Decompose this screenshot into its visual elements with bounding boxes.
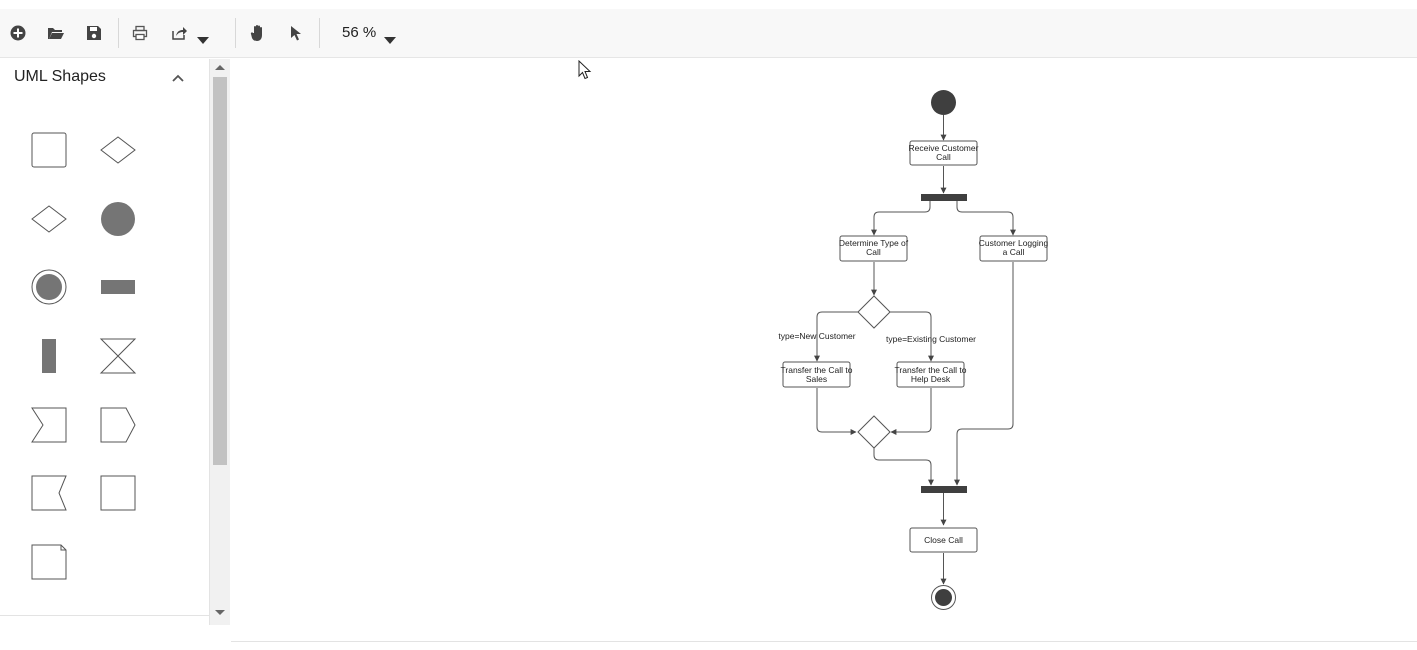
node-label: Call [866,247,881,257]
decision-node[interactable] [857,295,891,329]
pointer-icon[interactable] [282,19,310,47]
chevron-up-icon[interactable] [170,70,186,86]
time-event-shape[interactable] [98,336,138,376]
scroll-up-icon[interactable] [215,65,225,70]
final-node[interactable] [931,585,956,610]
toolbar-separator [235,18,236,48]
zoom-level[interactable]: 56 % [342,24,377,41]
fork-vertical-shape[interactable] [29,336,69,376]
node-label: Customer Logging [979,238,1049,248]
zoom-dropdown-icon[interactable] [384,37,396,44]
node-label: a Call [1003,247,1025,257]
export-dropdown-icon[interactable] [197,37,209,44]
edge-label-existing-customer: type=Existing Customer [886,334,976,344]
toolbar: 56 % [0,9,1417,58]
palette-title[interactable]: UML Shapes [14,68,106,85]
node-label: Receive Customer [909,143,979,153]
node-label: Transfer the Call to [895,365,967,375]
activity-diagram: Receive Customer Call Determine Type of … [778,90,1049,610]
scroll-down-icon[interactable] [215,610,225,615]
node-transfer-sales[interactable]: Transfer the Call to Sales [781,361,853,388]
pan-icon[interactable] [244,19,272,47]
accept-event-shape[interactable] [29,405,69,445]
symbol-palette: UML Shapes [0,59,210,625]
node-box[interactable] [909,140,978,166]
receive-signal-shape[interactable] [29,473,69,513]
connector[interactable] [816,388,857,435]
decision-shape[interactable] [98,130,138,170]
node-determine-type[interactable]: Determine Type of Call [839,235,909,262]
mouse-cursor-icon [578,60,592,80]
edge-label-new-customer: type=New Customer [778,331,855,341]
node-box[interactable] [979,235,1048,262]
initial-node[interactable] [931,90,956,115]
connector[interactable] [954,262,1014,486]
join-bar[interactable] [921,486,967,493]
comment-shape[interactable] [29,542,69,582]
node-customer-logging[interactable]: Customer Logging a Call [979,235,1049,262]
export-icon[interactable] [165,19,193,47]
connector[interactable] [814,311,858,362]
node-transfer-helpdesk[interactable]: Transfer the Call to Help Desk [895,361,967,388]
node-box[interactable] [782,361,851,388]
final-node-shape[interactable] [29,267,69,307]
palette-scrollbar[interactable] [210,59,230,625]
diagram-canvas[interactable]: Receive Customer Call Determine Type of … [231,59,1417,642]
fork-horizontal-shape[interactable] [98,267,138,307]
merge-shape[interactable] [29,199,69,239]
save-icon[interactable] [80,19,108,47]
object-node-shape[interactable] [98,473,138,513]
palette-divider [0,615,210,616]
node-receive-call[interactable]: Receive Customer Call [909,140,979,166]
node-box[interactable] [896,361,965,388]
node-label: Close Call [924,535,963,545]
node-label: Determine Type of [839,238,909,248]
node-label: Call [936,152,951,162]
connector[interactable] [956,201,1016,236]
node-label: Help Desk [911,374,951,384]
open-icon[interactable] [42,19,70,47]
fork-bar[interactable] [921,194,967,201]
node-box[interactable] [839,235,908,262]
print-icon[interactable] [126,19,154,47]
scrollbar-thumb[interactable] [213,77,227,465]
node-box[interactable] [909,527,978,553]
initial-node-shape[interactable] [98,199,138,239]
toolbar-separator [118,18,119,48]
connector[interactable] [890,388,932,435]
node-label: Sales [806,374,827,384]
toolbar-separator [319,18,320,48]
node-label: Transfer the Call to [781,365,853,375]
connector[interactable] [890,311,934,362]
send-signal-shape[interactable] [98,405,138,445]
connectors [814,115,1016,585]
node-close-call[interactable]: Close Call [909,527,978,553]
merge-node[interactable] [857,415,891,449]
connector[interactable] [873,448,934,486]
new-icon[interactable] [4,19,32,47]
action-shape[interactable] [29,130,69,170]
connector[interactable] [871,201,931,236]
